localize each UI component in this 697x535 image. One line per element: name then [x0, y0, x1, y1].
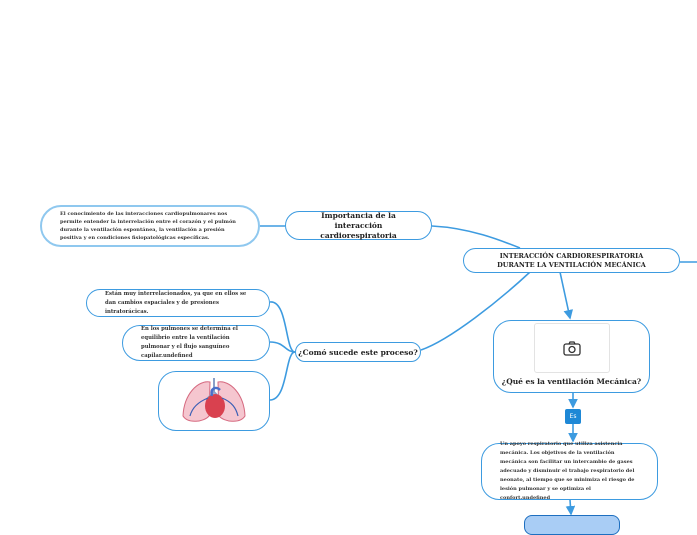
connector-label-es: Es [565, 409, 581, 424]
image-placeholder [533, 323, 610, 373]
camera-icon [562, 340, 581, 356]
next-node[interactable] [524, 515, 620, 535]
process-title: ¿Comó sucede este proceso? [298, 347, 418, 357]
lungs-image-node[interactable] [158, 371, 270, 431]
process-item-2[interactable]: En los pulmones se determina el equilibr… [122, 325, 270, 361]
definition-node[interactable]: Un apoyo respiratorio que utiliza asiste… [481, 441, 658, 501]
lungs-heart-illustration [182, 378, 246, 422]
what-node[interactable]: ¿Qué es la ventilación Mecánica? [493, 320, 650, 393]
process-item-text: En los pulmones se determina el equilibr… [141, 326, 238, 359]
definition-text: Un apoyo respiratorio que utiliza asiste… [500, 441, 635, 501]
what-title: ¿Qué es la ventilación Mecánica? [501, 377, 642, 386]
central-node[interactable]: INTERACCIÓN CARDIORESPIRATORIA DURANTE L… [463, 248, 680, 273]
central-title: INTERACCIÓN CARDIORESPIRATORIA DURANTE L… [497, 251, 646, 269]
importance-detail-node[interactable]: El conocimiento de las interacciones car… [40, 205, 260, 247]
process-item-1[interactable]: Están muy interrelacionados, ya que en e… [86, 289, 270, 317]
importance-title: Importancia de la interacción cardioresp… [320, 210, 397, 240]
process-item-text: Están muy interrelacionados, ya que en e… [105, 290, 247, 315]
process-node[interactable]: ¿Comó sucede este proceso? [295, 342, 421, 362]
importance-detail: El conocimiento de las interacciones car… [60, 211, 236, 241]
importance-node[interactable]: Importancia de la interacción cardioresp… [285, 211, 432, 240]
connectors [260, 225, 697, 516]
